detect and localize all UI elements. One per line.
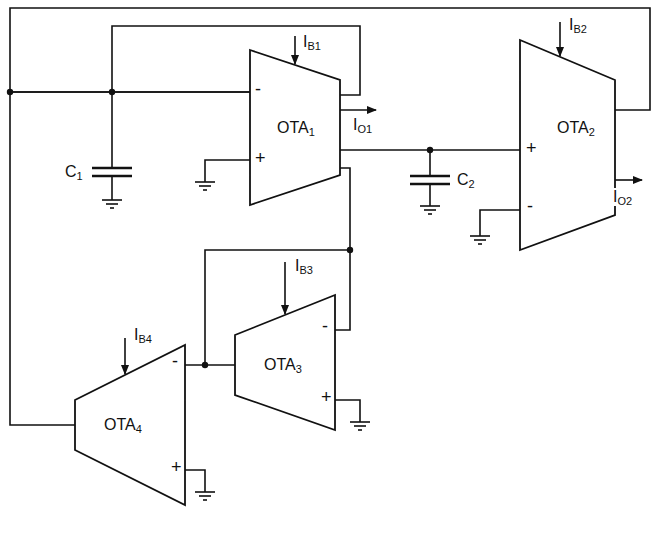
signal-label: IO2 — [612, 188, 633, 206]
pin-label: + — [254, 149, 267, 169]
signal-label: IO1 — [352, 116, 373, 134]
pin-label: - — [526, 197, 534, 217]
pin-label: - — [321, 317, 329, 337]
pin-label: + — [525, 139, 538, 159]
ota-block: OTA1 — [250, 50, 340, 205]
ota-block: OTA4 — [75, 345, 185, 505]
current-arrow — [125, 22, 642, 374]
signal-label: IB3 — [294, 257, 314, 275]
pin-label: + — [320, 388, 333, 408]
junction-dot — [7, 89, 433, 368]
ota-name: OTA4 — [104, 416, 142, 434]
ota-name: OTA1 — [277, 119, 315, 137]
signal-label: C2 — [456, 171, 476, 189]
signal-wire — [335, 168, 350, 330]
pin-label: - — [171, 352, 179, 372]
signal-label: C1 — [64, 163, 84, 181]
pin-label: - — [254, 80, 262, 100]
ota-name: OTA2 — [557, 119, 595, 137]
ota-name: OTA3 — [264, 356, 302, 374]
signal-label: IB4 — [133, 326, 153, 344]
signal-label: IB2 — [568, 16, 588, 34]
signal-wire — [185, 364, 235, 366]
ota-block: OTA3 — [235, 295, 335, 430]
signal-wire — [340, 149, 520, 151]
pin-label: + — [170, 458, 183, 478]
signal-label: IB1 — [302, 33, 322, 51]
